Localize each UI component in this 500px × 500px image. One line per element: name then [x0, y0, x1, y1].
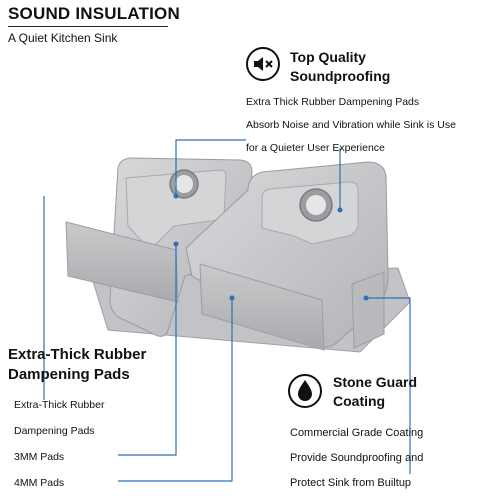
- stone-guard-description: Commercial Grade Coating Provide Soundpr…: [290, 421, 423, 496]
- callout-line-top-left: [175, 139, 246, 196]
- rubber-pads-4mm: 4MM Pads: [14, 477, 65, 489]
- callout-line-3mm: [118, 244, 177, 456]
- rubber-pads-text: Extra-Thick Rubber: [14, 399, 105, 411]
- callout-dot: [229, 295, 235, 301]
- soundproofing-text: for a Quieter User Experience: [246, 142, 385, 154]
- callout-dot: [337, 207, 343, 213]
- right-front-pad: [199, 263, 325, 351]
- rubber-pads-heading-line1: Extra-Thick Rubber: [8, 346, 147, 363]
- left-drain-inner: [175, 175, 193, 193]
- stone-guard-heading-line1: Stone Guard: [333, 374, 418, 390]
- rubber-pads-heading: Extra-Thick Rubber Dampening Pads: [8, 345, 146, 385]
- right-drain-inner: [306, 195, 326, 215]
- soundproofing-heading: Top Quality Soundproofing: [290, 48, 390, 86]
- callout-dot: [363, 295, 369, 301]
- soundproofing-heading-line2: Soundproofing: [290, 68, 391, 84]
- callout-dot: [173, 241, 179, 247]
- stone-guard-text: Commercial Grade Coating: [290, 427, 424, 439]
- soundproofing-text: Extra Thick Rubber Dampening Pads: [246, 96, 420, 108]
- droplet-icon: [288, 374, 322, 408]
- callout-dot: [173, 193, 179, 199]
- page-title: SOUND INSULATION: [8, 4, 180, 23]
- left-front-pad: [65, 221, 179, 303]
- soundproofing-heading-line1: Top Quality: [290, 49, 366, 65]
- stone-guard-text: Protect Sink from Builtup: [290, 477, 412, 489]
- soundproofing-description: Extra Thick Rubber Dampening Pads Absorb…: [246, 91, 456, 160]
- right-side-pad: [351, 271, 385, 349]
- callout-line-right: [366, 297, 411, 474]
- stone-guard-heading-line2: Coating: [333, 393, 386, 409]
- rubber-pads-3mm: 3MM Pads: [14, 451, 65, 463]
- rubber-pads-heading-line2: Dampening Pads: [8, 366, 130, 383]
- rubber-pads-text: Dampening Pads: [14, 425, 95, 437]
- speaker-mute-icon: [246, 47, 280, 81]
- callout-line-4mm: [118, 298, 233, 482]
- title-divider: [8, 26, 168, 27]
- rubber-pads-list: Extra-Thick Rubber Dampening Pads 3MM Pa…: [14, 392, 104, 496]
- page-subtitle: A Quiet Kitchen Sink: [8, 31, 118, 45]
- stone-guard-heading: Stone Guard Coating: [333, 373, 417, 411]
- soundproofing-text: Absorb Noise and Vibration while Sink is…: [246, 119, 456, 131]
- stone-guard-text: Provide Soundproofing and: [290, 452, 424, 464]
